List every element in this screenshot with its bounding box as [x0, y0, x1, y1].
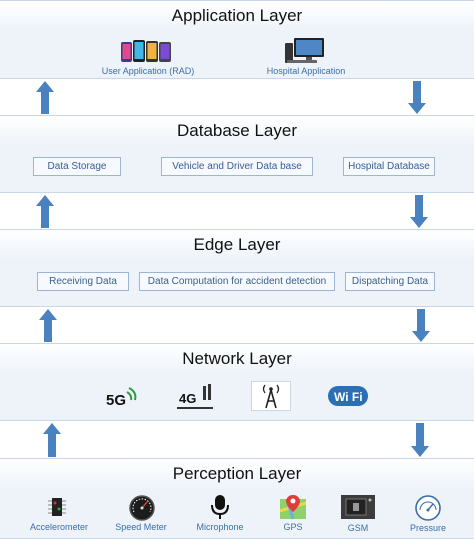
perception-layer-title: Perception Layer — [172, 464, 302, 483]
accelerometer-label: Accelerometer — [29, 522, 89, 532]
application-layer-title: Application Layer — [171, 6, 303, 25]
network-layer-body: 5G 4G Wi Fi — [0, 374, 474, 421]
gsm-module-icon — [340, 494, 376, 520]
edge-layer-body: Receiving Data Data Computation for acci… — [0, 260, 474, 307]
arrow-down-network-to-perception — [411, 423, 429, 457]
5g-label: 5G — [106, 392, 126, 409]
signal-tower-icon — [251, 381, 291, 411]
pressure-gauge-icon — [414, 494, 442, 522]
microphone-label: Microphone — [196, 522, 244, 532]
edge-layer-header: Edge Layer — [0, 229, 474, 261]
hospital-database-box: Hospital Database — [343, 157, 435, 176]
mobile-devices-icon — [120, 39, 176, 63]
desktop-computer-icon — [284, 37, 328, 65]
arrow-down-database-to-edge — [410, 195, 428, 228]
arrow-up-perception-to-network — [43, 423, 61, 457]
wifi-label: Wi Fi — [334, 390, 363, 404]
wifi-icon: Wi Fi — [327, 382, 369, 408]
speedometer-icon — [128, 494, 156, 522]
arrow-up-network-to-edge — [39, 309, 57, 342]
arrow-down-edge-to-network — [412, 309, 430, 342]
4g-label: 4G — [179, 391, 196, 406]
database-layer-header: Database Layer — [0, 115, 474, 147]
data-storage-box: Data Storage — [33, 157, 121, 176]
vehicle-driver-database-box: Vehicle and Driver Data base — [161, 157, 313, 176]
perception-layer-body: Accelerometer Speed Meter Microphone GPS — [0, 489, 474, 539]
speed-meter-label: Speed Meter — [115, 522, 167, 532]
network-layer-header: Network Layer — [0, 343, 474, 375]
pressure-label: Pressure — [409, 523, 446, 533]
receiving-data-box: Receiving Data — [37, 272, 129, 291]
dispatching-data-box: Dispatching Data — [345, 272, 435, 291]
perception-layer-header: Perception Layer — [0, 458, 474, 490]
application-layer-body: User Application (RAD) Hospital Applicat… — [0, 31, 474, 79]
user-application-label: User Application (RAD) — [101, 66, 195, 76]
gps-map-icon — [279, 493, 307, 521]
data-computation-box: Data Computation for accident detection — [139, 272, 335, 291]
4g-icon: 4G — [175, 383, 215, 411]
accelerometer-icon — [42, 494, 72, 520]
application-layer-header: Application Layer — [0, 0, 474, 32]
network-layer-title: Network Layer — [182, 349, 292, 368]
edge-layer-title: Edge Layer — [193, 235, 281, 254]
gsm-label: GSM — [347, 523, 369, 533]
hospital-application-label: Hospital Application — [266, 66, 346, 76]
gps-label: GPS — [283, 522, 303, 532]
microphone-icon — [209, 493, 231, 521]
database-layer-title: Database Layer — [176, 121, 298, 140]
5g-icon: 5G — [103, 384, 143, 410]
database-layer-body: Data Storage Vehicle and Driver Data bas… — [0, 146, 474, 193]
arrow-down-application-to-database — [408, 81, 426, 114]
arrow-up-database-to-application — [36, 81, 54, 114]
arrow-up-edge-to-database — [36, 195, 54, 228]
